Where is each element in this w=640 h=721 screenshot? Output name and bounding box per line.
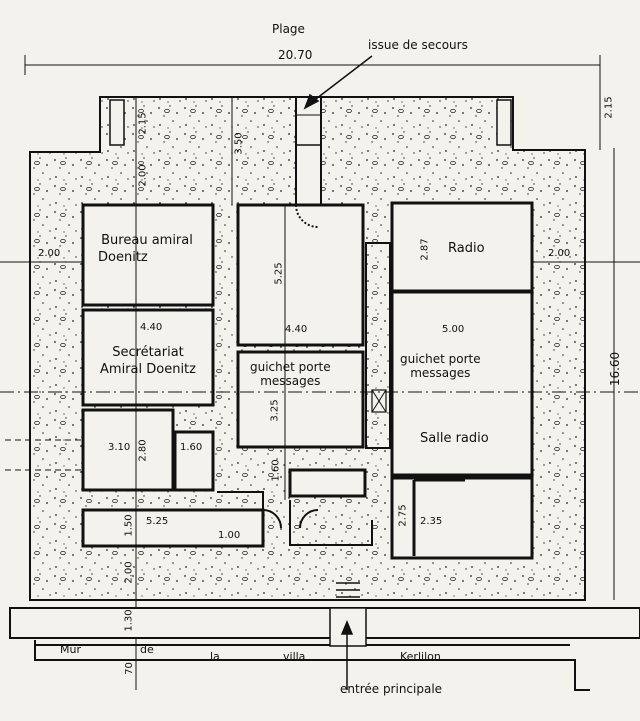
dim-4-40-mid: 4.40 <box>285 324 308 335</box>
dim-right-2-15: 2.15 <box>603 96 615 119</box>
secretariat-line2: Amiral Doenitz <box>100 362 196 377</box>
wall-word-1: Mur <box>60 643 81 656</box>
dim-1-60-a: 1.60 <box>180 442 203 453</box>
guichet-right-line2: messages <box>410 366 471 380</box>
corridor-center-low <box>288 468 367 498</box>
dim-3-10: 3.10 <box>108 442 131 453</box>
entry-passage-2 <box>289 500 373 546</box>
guichet-left-line1: guichet porte <box>250 360 331 374</box>
exit-arrow-head <box>303 93 320 110</box>
secretariat-line1: Secrétariat <box>112 345 184 360</box>
dim-2-87: 2.87 <box>419 238 431 261</box>
wall-word-4: villa <box>283 650 306 663</box>
corridor-lower <box>81 508 265 548</box>
dim-5-25-low: 5.25 <box>146 516 169 527</box>
guichet-cross-2 <box>371 389 387 413</box>
label-guichet-right: guichet porte messages <box>400 352 481 380</box>
room-label-radio: Radio <box>448 241 485 256</box>
villa-wall-lower <box>34 640 590 691</box>
room-small-left-a <box>81 408 175 492</box>
entry-passage <box>217 491 264 510</box>
bureau-line2: Doenitz <box>98 250 148 265</box>
guichet-left-line2: messages <box>260 374 321 388</box>
dim-3-25: 3.25 <box>269 399 281 422</box>
room-label-salle-radio: Salle radio <box>420 431 489 446</box>
emergency-exit-corridor <box>295 96 322 206</box>
title-plage: Plage <box>272 22 305 36</box>
dim-1-60-b: 1.60 <box>270 459 282 482</box>
wall-word-3: la <box>210 650 220 663</box>
entry-door-arc-2 <box>299 509 319 529</box>
corridor-vertical <box>365 242 391 449</box>
dim-5-25-mid: 5.25 <box>273 262 285 285</box>
label-main-entrance: entrée principale <box>340 682 443 696</box>
bureau-line1: Bureau amiral <box>101 233 193 248</box>
dim-side-2-00-left: 2.00 <box>38 248 61 259</box>
dim-side-2-00-right: 2.00 <box>548 248 571 259</box>
dim-left-2-15: 2.15 <box>137 112 149 135</box>
wall-word-2: de <box>140 643 154 656</box>
exit-arrow-line <box>311 55 373 103</box>
room-small-left-b <box>173 430 215 492</box>
dim-2-35: 2.35 <box>420 516 443 527</box>
notch-right <box>496 99 512 146</box>
notch-left <box>109 99 125 146</box>
door-arc-top <box>295 204 319 228</box>
villa-wall <box>9 607 640 639</box>
dim-2-75: 2.75 <box>397 504 409 527</box>
dim-1-30: 1.30 <box>123 609 135 632</box>
room-secretariat <box>81 308 215 407</box>
room-centre-mid <box>236 350 365 449</box>
room-bureau <box>81 203 215 307</box>
dim-left-2-00-top: 2.00 <box>137 164 149 187</box>
label-emergency-exit: issue de secours <box>368 38 468 52</box>
room-label-secretariat: Secrétariat Amiral Doenitz <box>88 344 208 378</box>
label-guichet-left: guichet porte messages <box>250 360 331 388</box>
entry-door-arc-1 <box>262 509 282 529</box>
dim-2-00-low: 2.00 <box>123 561 135 584</box>
dim-70: 70 <box>123 662 135 675</box>
room-salle-radio <box>390 290 534 477</box>
dim-left-3-50: 3.50 <box>233 132 245 155</box>
guichet-right-line1: guichet porte <box>400 352 481 366</box>
wall-word-5: Kerlilon <box>400 650 441 663</box>
room-label-bureau: Bureau amiral Doenitz <box>92 232 202 266</box>
dim-4-40-left: 4.40 <box>140 322 163 333</box>
dim-1-50: 1.50 <box>123 514 135 537</box>
entrance-arrow-head <box>340 620 354 635</box>
dim-5-00: 5.00 <box>442 324 465 335</box>
dim-2-80: 2.80 <box>137 439 149 462</box>
dim-1-00: 1.00 <box>218 530 241 541</box>
dim-total-height: 16.60 <box>608 351 623 387</box>
dim-total-width: 20.70 <box>278 48 313 62</box>
